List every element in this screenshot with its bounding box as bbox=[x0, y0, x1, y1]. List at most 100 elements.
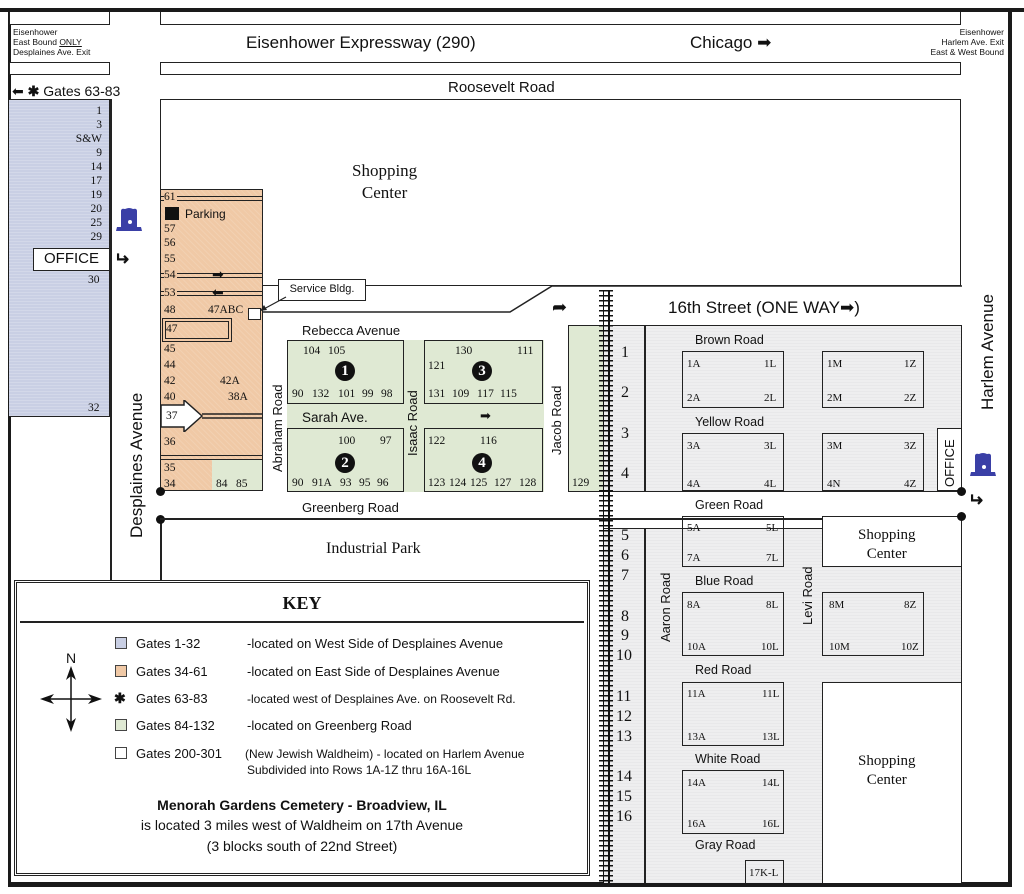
note-line: East Bound bbox=[13, 37, 60, 47]
gate-number: 97 bbox=[380, 435, 392, 447]
gate-number: 20 bbox=[90, 203, 103, 215]
row-label: 13A bbox=[687, 731, 706, 743]
road-divider bbox=[161, 273, 262, 278]
railroad-track bbox=[599, 290, 613, 886]
yellow-road-label: Yellow Road bbox=[695, 415, 765, 429]
row-block[interactable] bbox=[682, 433, 784, 491]
left-arrow-icon: ➡ bbox=[212, 284, 224, 300]
gate-number: 123 bbox=[428, 477, 446, 489]
row-block[interactable] bbox=[682, 351, 784, 408]
office-east[interactable] bbox=[937, 428, 962, 491]
row-label: 3Z bbox=[904, 440, 917, 452]
key-label: Gates 200-301 bbox=[136, 746, 223, 761]
desplaines-west-edge bbox=[110, 99, 112, 580]
note-line: Eisenhower bbox=[959, 27, 1004, 37]
green-road-label: Green Road bbox=[695, 498, 764, 512]
section-badge: 2 bbox=[335, 453, 355, 473]
gate-number: 61 bbox=[164, 191, 177, 204]
section-number: 3 bbox=[621, 425, 629, 442]
gate-number: 34 bbox=[164, 478, 176, 490]
section-number: 5 bbox=[621, 527, 629, 544]
row-block[interactable] bbox=[822, 433, 924, 491]
peach-swatch-icon bbox=[115, 665, 127, 677]
jacob-road-label: Jacob Road bbox=[549, 385, 564, 455]
row-block[interactable] bbox=[822, 592, 924, 656]
key-desc: -located on East Side of Desplaines Aven… bbox=[247, 664, 500, 679]
gate-number: 129 bbox=[572, 477, 590, 489]
gate-number: 44 bbox=[164, 359, 176, 371]
expressway-lane-west-bottom bbox=[9, 62, 110, 75]
gate-number: S&W bbox=[75, 133, 102, 145]
office-west[interactable]: OFFICE bbox=[33, 248, 110, 271]
row-block[interactable] bbox=[822, 351, 924, 408]
shopping-center-southeast bbox=[822, 682, 962, 886]
gate-number: 42A bbox=[220, 375, 240, 387]
right-arrow-icon: ➡ bbox=[757, 33, 772, 52]
row-label: 13L bbox=[762, 731, 780, 743]
key-legend bbox=[14, 580, 590, 876]
intersection-dot bbox=[156, 515, 165, 524]
gate-number: 30 bbox=[88, 274, 100, 286]
note-line: Harlem Ave. Exit bbox=[941, 37, 1004, 47]
shopping-center-north bbox=[160, 99, 961, 286]
row-label: 1L bbox=[764, 358, 777, 370]
label-line: Center bbox=[866, 772, 907, 788]
gate-number: 53 bbox=[164, 287, 177, 300]
road-divider bbox=[161, 196, 262, 201]
key-label: Gates 84-132 bbox=[136, 718, 215, 733]
gate-number: 90 bbox=[292, 477, 304, 489]
section-number: 6 bbox=[621, 547, 629, 564]
gate-number: 47ABC bbox=[208, 304, 244, 316]
gate-number: 42 bbox=[164, 375, 176, 387]
rebecca-avenue-label: Rebecca Avenue bbox=[302, 323, 401, 338]
office-hat-icon bbox=[116, 208, 142, 231]
section-number: 2 bbox=[621, 384, 629, 401]
gate-number: 56 bbox=[164, 237, 176, 249]
row-block[interactable] bbox=[682, 770, 784, 834]
row-label: 10Z bbox=[901, 641, 919, 653]
service-bldg-label: Service Bldg. bbox=[278, 279, 366, 301]
west-gates-list: 1 3 S&W 9 14 17 19 20 25 29 bbox=[20, 104, 102, 244]
menorah-gardens-line2: (3 blocks south of 22nd Street) bbox=[206, 838, 398, 854]
asterisk-icon: ✱ bbox=[27, 83, 40, 99]
gates-84-85-area bbox=[212, 459, 263, 491]
section-number: 8 bbox=[621, 608, 629, 625]
gate-number: 116 bbox=[480, 435, 497, 447]
gate-number: 96 bbox=[377, 477, 389, 489]
blue-road-label: Blue Road bbox=[695, 574, 754, 588]
gate-number: 35 bbox=[164, 462, 176, 474]
key-desc: -located west of Desplaines Ave. on Roos… bbox=[247, 692, 516, 706]
gate-number: 1 bbox=[96, 105, 102, 117]
sixteenth-street-label: 16th Street (ONE WAY➡) bbox=[668, 298, 860, 318]
gate-number: 98 bbox=[381, 388, 393, 400]
row-block[interactable] bbox=[682, 682, 784, 746]
row-label: 1M bbox=[827, 358, 843, 370]
gate-number: 45 bbox=[164, 343, 176, 355]
gate-number: 109 bbox=[452, 388, 470, 400]
key-label: Gates 63-83 bbox=[136, 691, 208, 706]
key-divider bbox=[20, 621, 584, 623]
key-desc: -located on Greenberg Road bbox=[247, 718, 412, 733]
gate-number: 100 bbox=[338, 435, 356, 447]
callout-arrow-icon bbox=[260, 296, 287, 311]
row-label: 17K-L bbox=[749, 867, 779, 879]
gate-number: 85 bbox=[236, 478, 248, 490]
east-gates-area bbox=[160, 189, 263, 491]
white-swatch-icon bbox=[115, 747, 127, 759]
shopping-center-north-label: Shopping Center bbox=[352, 160, 417, 204]
key-desc: (New Jewish Waldheim) - located on Harle… bbox=[245, 747, 525, 761]
key-label: Gates 34-61 bbox=[136, 664, 208, 679]
west-gates-area bbox=[9, 99, 110, 417]
row-label: 5L bbox=[766, 522, 779, 534]
service-building bbox=[248, 308, 261, 320]
note-line: Eisenhower bbox=[13, 27, 58, 37]
turn-arrow-icon: ↵ bbox=[114, 249, 130, 269]
row-block[interactable] bbox=[745, 860, 784, 886]
office-hat-icon bbox=[970, 453, 996, 476]
section-number: 12 bbox=[616, 708, 632, 725]
row-block[interactable] bbox=[682, 516, 784, 567]
gate-number: 47 bbox=[166, 323, 178, 335]
row-block[interactable] bbox=[682, 592, 784, 656]
compass-n-label: N bbox=[66, 650, 77, 666]
row-label: 16A bbox=[687, 818, 706, 830]
